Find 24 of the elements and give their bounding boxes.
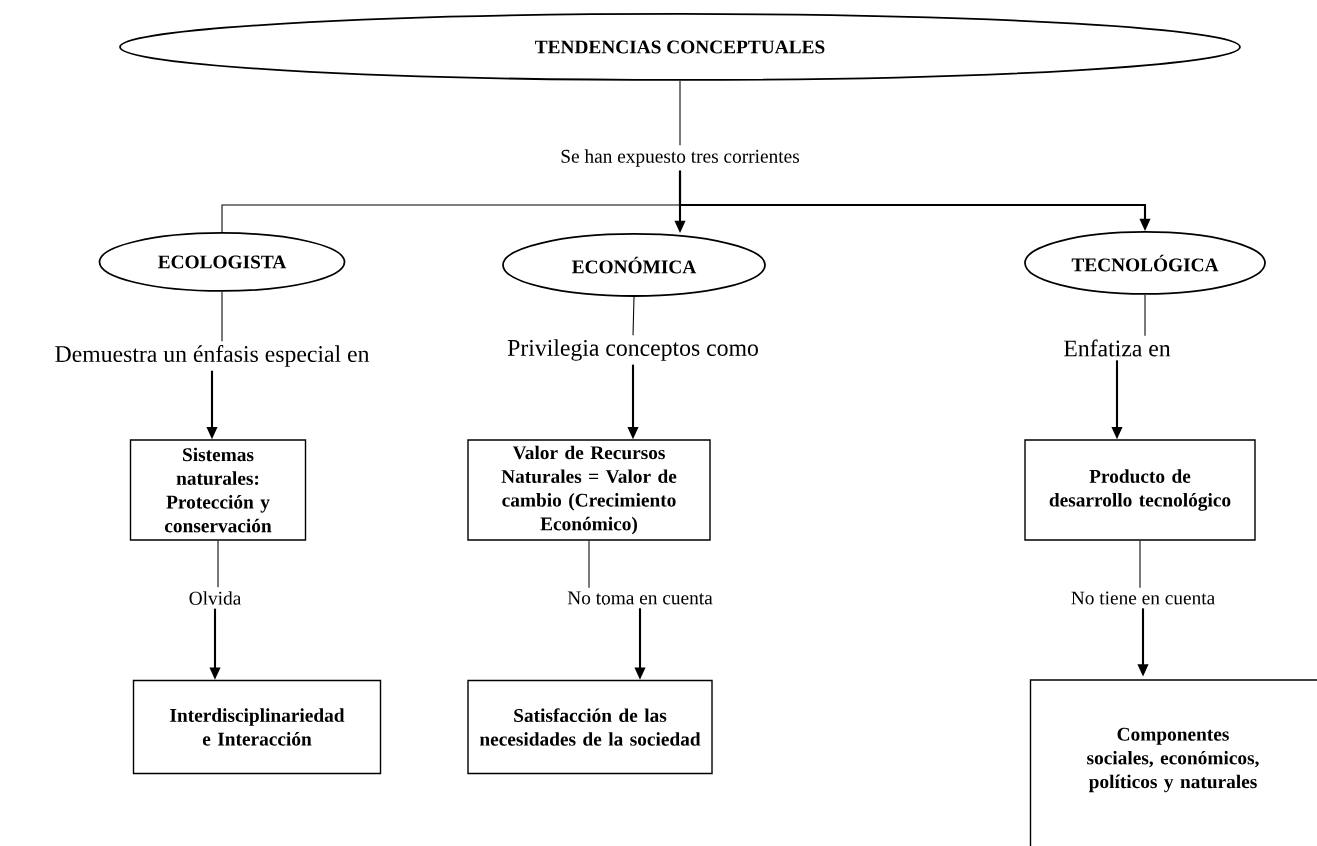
connector-line <box>221 291 223 342</box>
connector-text: No tiene en cuenta <box>1071 591 1215 605</box>
connector-text: Se han expuesto tres corrientes <box>561 149 799 167</box>
ellipse-node: ECOLOGISTA <box>98 232 346 292</box>
connector-text: No toma en cuenta <box>567 591 713 605</box>
connector-line <box>679 80 681 146</box>
concept-box: Satisfacción de las necesidades de la sociedad <box>467 679 713 775</box>
connector-text: Olvida <box>189 591 242 605</box>
ellipse-node: ECONÓMICA <box>502 233 766 297</box>
concept-box: Producto de desarrollo tecnológico <box>1024 439 1256 541</box>
connector-line <box>217 540 219 588</box>
concept-box: Componentes sociales, económicos, políticos y naturales <box>1029 679 1317 846</box>
ellipse-node: TENDENCIAS CONCEPTUALES <box>119 13 1241 81</box>
ellipse-node: TECNOLÓGICA <box>1024 231 1266 295</box>
concept-box: Interdisciplinariedad e Interacción <box>132 679 382 775</box>
connector-line <box>1144 294 1146 337</box>
connector-line <box>1139 540 1141 589</box>
concept-box: Sistemas naturales: Protección y conservación <box>129 439 307 541</box>
connector-text: Privilegia conceptos como <box>507 339 758 361</box>
connector-text: Enfatiza en <box>1064 339 1171 357</box>
connector-line <box>632 296 635 336</box>
concept-box: Valor de Recursos Naturales = Valor de cambio (Crecimiento Económico) <box>467 439 711 541</box>
connector-text: Demuestra un énfasis especial en <box>55 345 370 367</box>
connector-line <box>588 540 590 589</box>
